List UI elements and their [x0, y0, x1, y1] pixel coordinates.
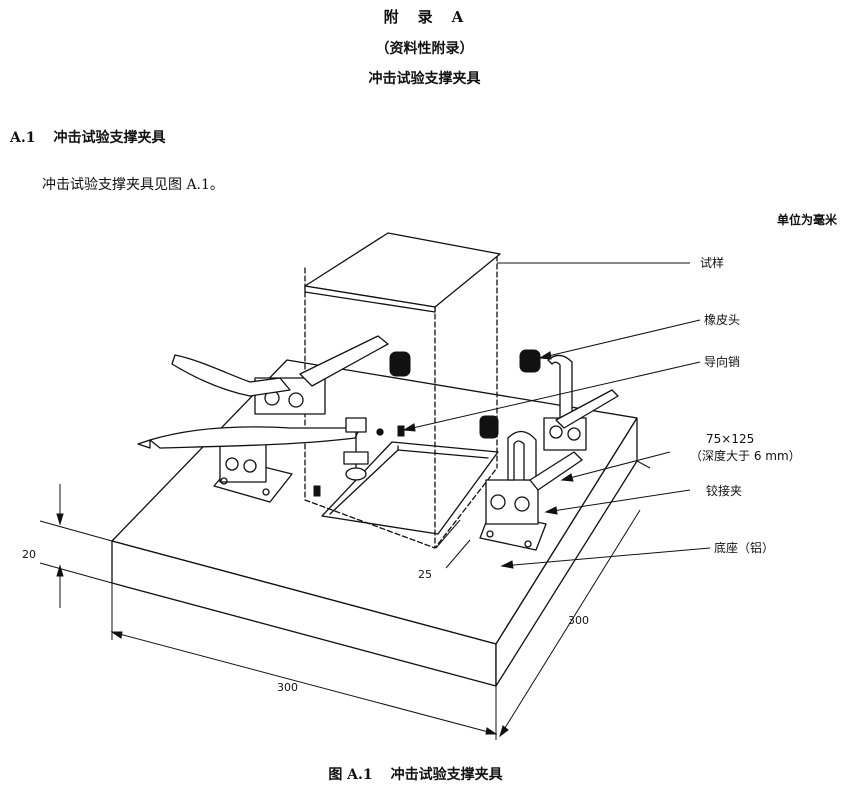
rubber-head-right: [519, 349, 541, 373]
dim-width-value: 300: [277, 681, 298, 694]
clamp-rear-left: [171, 335, 389, 415]
section-number: A.1: [10, 130, 36, 146]
recess-opening: [321, 441, 499, 535]
label-base: 底座（铝）: [714, 540, 774, 555]
appendix-type: （资料性附录）: [375, 41, 474, 57]
specimen-slab: [304, 232, 501, 313]
clamp-front-left: [137, 426, 361, 503]
appendix-title: 附 录 A: [383, 8, 466, 26]
guide-pin-mark-lower: [313, 485, 321, 497]
dim-depth-value: 300: [568, 614, 589, 627]
dim-width: [110, 583, 498, 740]
label-guide-pin: 导向销: [704, 354, 740, 369]
appendix-subject: 冲击试验支撑夹具: [368, 71, 481, 87]
dim-height: [39, 484, 113, 608]
figure-title: 冲击试验支撑夹具: [390, 767, 503, 783]
figure-number: 图 A.1: [328, 767, 373, 783]
guide-pin-assembly: [343, 417, 384, 481]
clamp-front-right: [479, 430, 583, 551]
label-opening-depth: （深度大于 6 mm）: [690, 448, 801, 463]
section-title: 冲击试验支撑夹具: [53, 130, 166, 146]
callout-leaders: [402, 262, 711, 569]
label-specimen: 试样: [700, 255, 724, 270]
rubber-heads: [313, 349, 541, 497]
dim-offset: [435, 519, 471, 569]
label-hinge-clamp: 铰接夹: [706, 483, 742, 498]
guide-pin-mark: [397, 425, 405, 437]
dim-offset-value: 25: [418, 568, 432, 581]
dim-height-value: 20: [22, 548, 36, 561]
rubber-head-left: [389, 351, 411, 377]
label-opening-size: 75×125: [706, 432, 754, 446]
unit-note: 单位为毫米: [776, 213, 837, 227]
figure-caption: 图 A.1 冲击试验支撑夹具: [0, 764, 849, 784]
dim-depth: [499, 460, 651, 738]
label-rubber-head: 橡皮头: [704, 313, 740, 327]
section-heading: A.1 冲击试验支撑夹具: [10, 127, 183, 147]
body-paragraph: 冲击试验支撑夹具见图 A.1。: [42, 177, 224, 193]
clamp-rear-right: [543, 354, 619, 451]
rubber-head-center: [479, 415, 499, 439]
